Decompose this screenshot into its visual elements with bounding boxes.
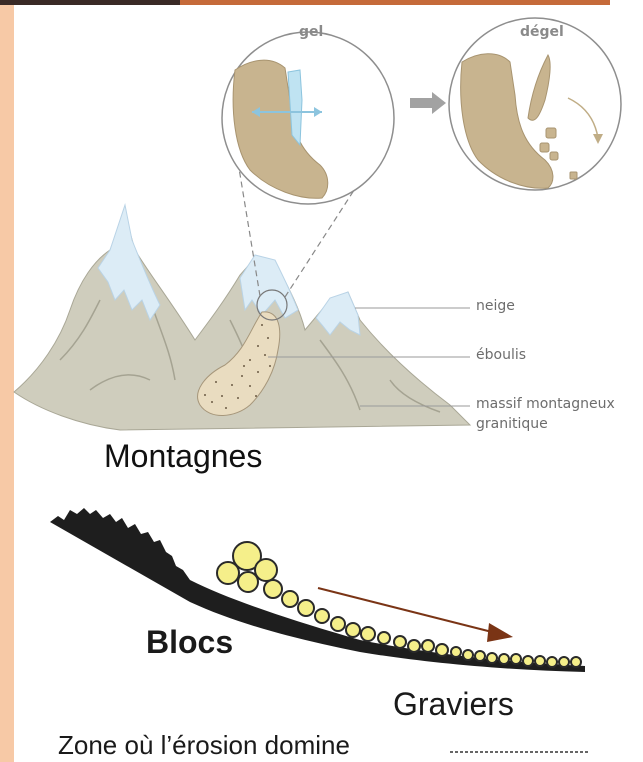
degel-title: dégel bbox=[520, 24, 564, 40]
slope-profile bbox=[50, 508, 585, 672]
caption-montagnes: Montagnes bbox=[104, 438, 262, 475]
caption-blocs: Blocs bbox=[146, 624, 233, 661]
degel-circle bbox=[449, 18, 621, 190]
label-neige: neige bbox=[476, 298, 515, 314]
label-eboulis: éboulis bbox=[476, 347, 526, 363]
label-massif-line1: massif montagneux bbox=[476, 396, 615, 412]
caption-graviers: Graviers bbox=[393, 686, 514, 723]
label-massif-line2: granitique bbox=[476, 416, 548, 432]
gel-circle bbox=[222, 32, 394, 204]
transition-arrow bbox=[410, 92, 446, 114]
blocks bbox=[217, 542, 581, 667]
caption-zone-erosion: Zone où l’érosion domine bbox=[58, 730, 350, 761]
falling-fragment bbox=[546, 128, 556, 138]
gel-title: gel bbox=[299, 24, 323, 40]
